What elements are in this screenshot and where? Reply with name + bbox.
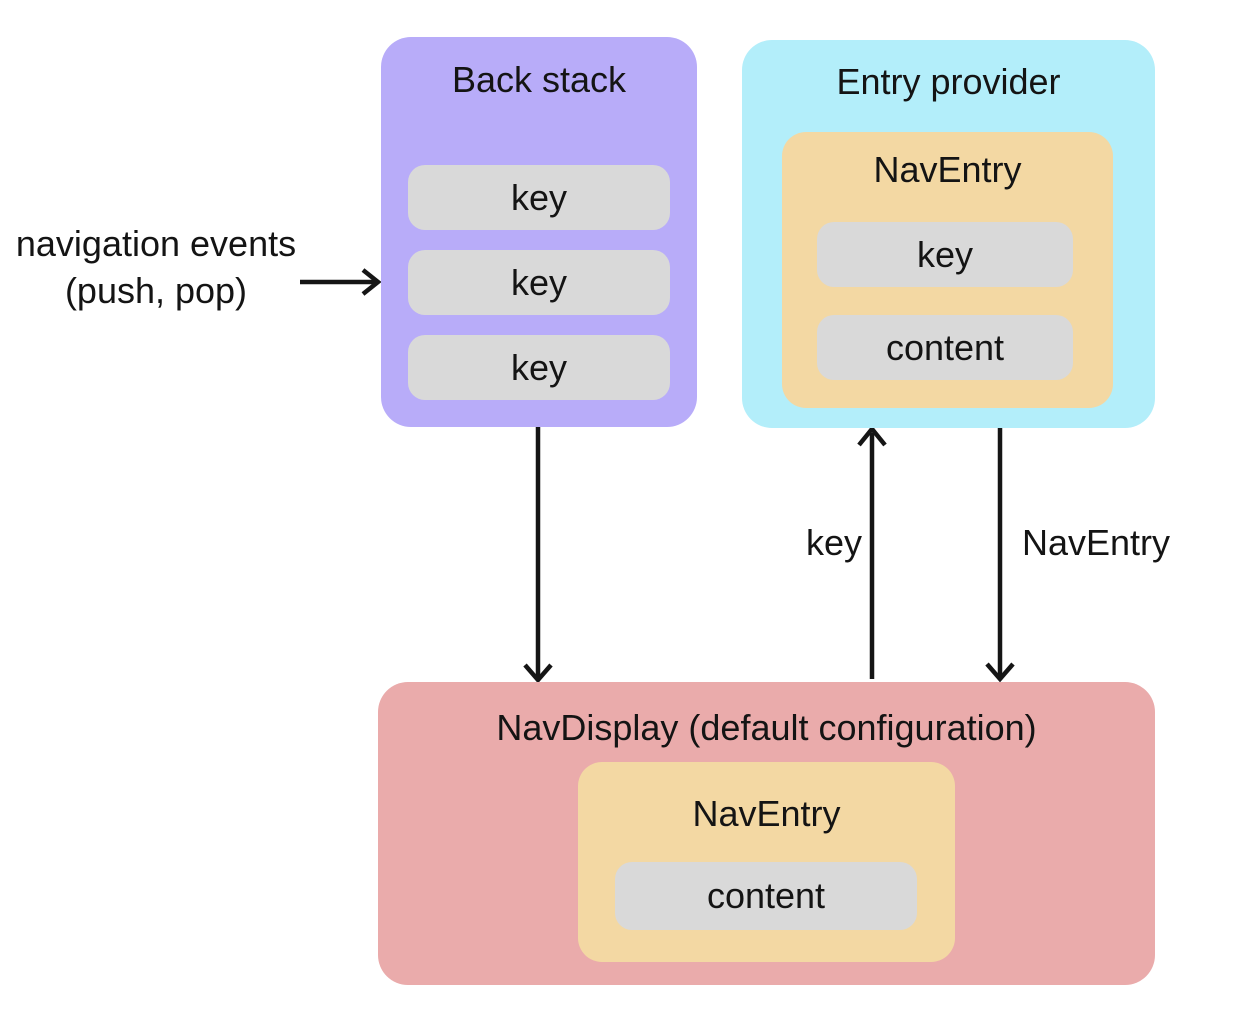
naventry-title: NavEntry: [692, 793, 841, 834]
entry-provider-title: Entry provider: [836, 61, 1061, 102]
navigation-events-line2: (push, pop): [64, 270, 248, 311]
back-stack-title: Back stack: [451, 59, 627, 100]
nav-display-box: NavDisplay (default configuration) NavEn…: [378, 682, 1155, 985]
navigation-events-label: navigation events (push, pop): [0, 220, 312, 314]
navigation-events-line1: navigation events: [15, 223, 297, 264]
nav-display-title: NavDisplay (default configuration): [496, 707, 1037, 748]
naventry-arrow-label: NavEntry: [1022, 522, 1171, 563]
naventry-content-pill: content: [615, 862, 917, 930]
back-stack-key-pill: key: [408, 250, 670, 315]
key-arrow-label: key: [805, 522, 862, 563]
naventry-down-arrow: [985, 428, 1015, 683]
back-stack-box: Back stack key key key: [381, 37, 697, 427]
backstack-to-navdisplay-arrow: [523, 427, 553, 684]
naventry-title: NavEntry: [873, 149, 1022, 190]
naventry-content-pill: content: [817, 315, 1073, 380]
naventry-key-pill: key: [817, 222, 1073, 287]
entry-provider-box: Entry provider NavEntry key content: [742, 40, 1155, 428]
entry-provider-naventry-box: NavEntry key content: [782, 132, 1113, 408]
back-stack-key-pill: key: [408, 165, 670, 230]
back-stack-key-pill: key: [408, 335, 670, 400]
key-up-arrow: [857, 425, 887, 679]
nav-display-naventry-box: NavEntry content: [578, 762, 955, 962]
